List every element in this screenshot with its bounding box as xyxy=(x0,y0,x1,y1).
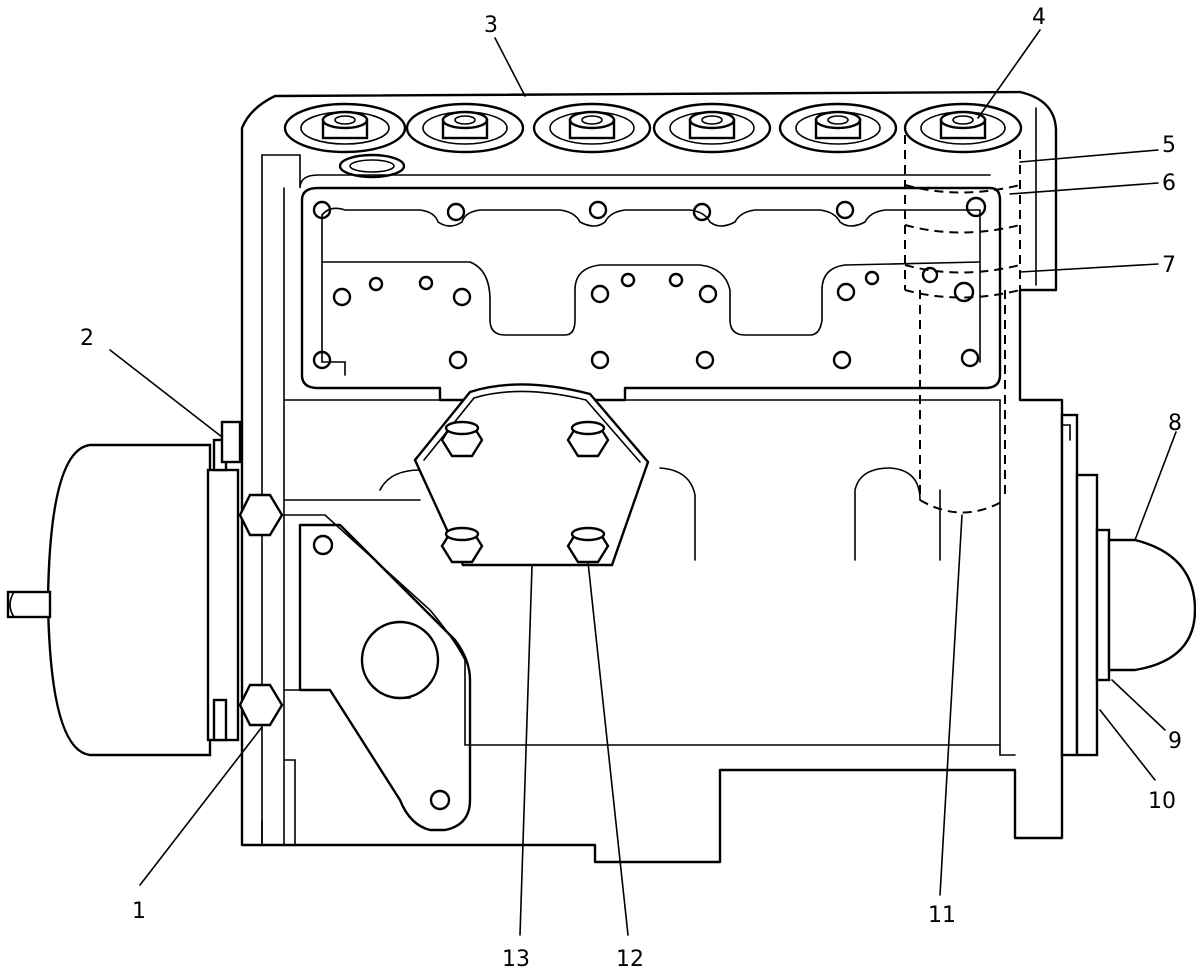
valve-top xyxy=(778,102,898,154)
valve-top xyxy=(652,102,772,154)
lower-block-features xyxy=(261,399,1001,846)
side-cover-gasket xyxy=(300,186,1002,402)
valve-tops xyxy=(283,102,1023,179)
callout-10: 10 xyxy=(1148,789,1176,814)
callout-8: 8 xyxy=(1168,411,1182,436)
bolt-head xyxy=(440,420,484,458)
bolt-head xyxy=(238,683,284,727)
rear-drive-housing xyxy=(1060,413,1196,757)
callout-1: 1 xyxy=(132,899,146,924)
cylinder-liner-hidden xyxy=(904,135,1021,514)
callout-11: 11 xyxy=(928,903,956,928)
leader-lines xyxy=(109,29,1177,936)
bolt-head xyxy=(566,420,610,458)
valve-top xyxy=(532,102,652,154)
valve-top xyxy=(405,102,525,154)
callout-labels: 1 2 3 4 5 6 7 8 9 10 11 12 13 xyxy=(80,5,1182,972)
valve-top xyxy=(283,102,407,154)
callout-7: 7 xyxy=(1162,253,1176,278)
callout-13: 13 xyxy=(502,947,530,972)
callout-9: 9 xyxy=(1168,729,1182,754)
bolt-head xyxy=(566,526,610,564)
callout-2: 2 xyxy=(80,326,94,351)
callout-5: 5 xyxy=(1162,133,1176,158)
bolt-head xyxy=(440,526,484,564)
small-port xyxy=(338,153,406,179)
callout-12: 12 xyxy=(616,947,644,972)
callout-3: 3 xyxy=(484,13,498,38)
callout-6: 6 xyxy=(1162,171,1176,196)
valve-top-with-liner xyxy=(903,102,1023,154)
callout-4: 4 xyxy=(1032,5,1046,30)
cover-plate xyxy=(413,383,650,567)
cylinder-block xyxy=(240,90,1064,864)
bolt-head xyxy=(238,493,284,537)
front-drive-housing xyxy=(6,420,284,757)
